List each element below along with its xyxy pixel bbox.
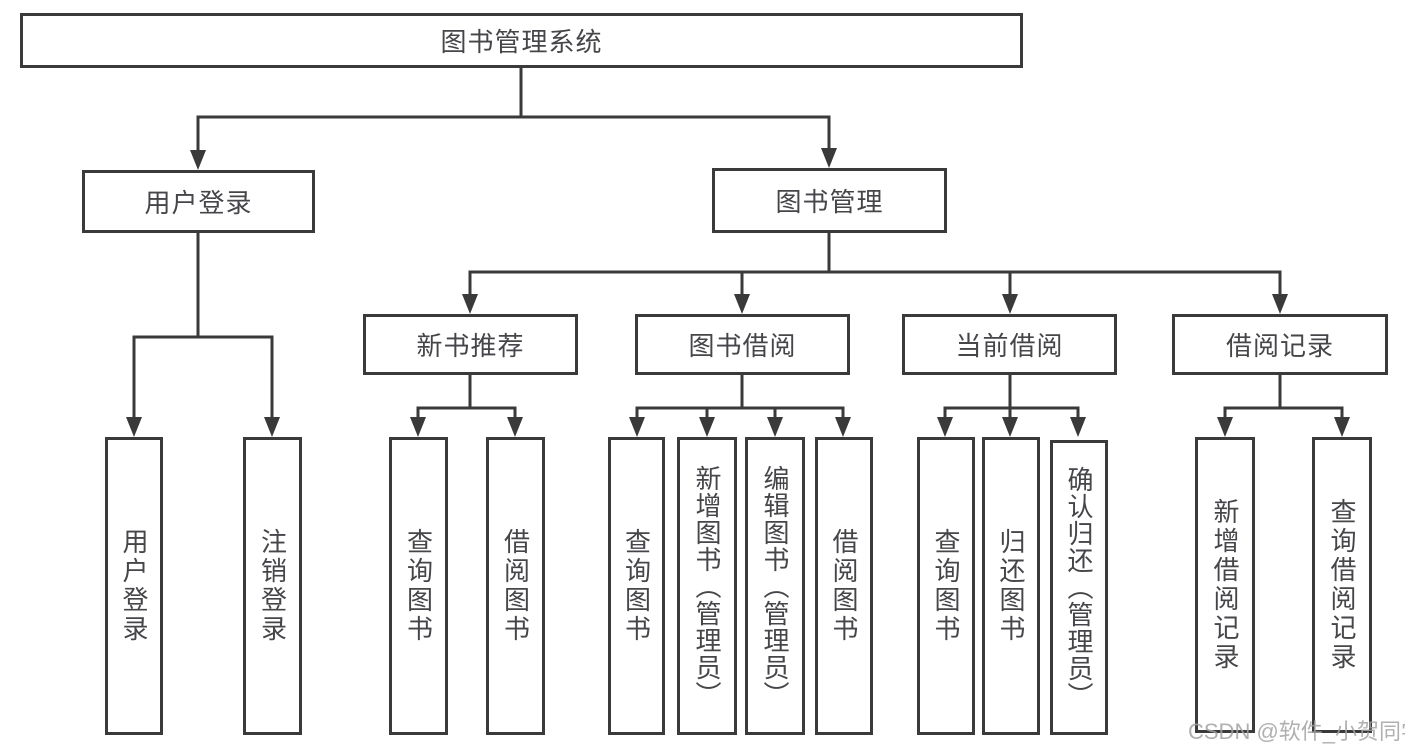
node-label: 用户登录: [144, 188, 253, 218]
node-label: 当前借阅: [955, 331, 1064, 361]
leaf-query-books-current: 查询图书: [917, 437, 975, 735]
leaf-borrow-books-recommend: 借阅图书: [486, 437, 545, 735]
leaf-label: 确认归还（管理员）: [1064, 466, 1094, 709]
leaf-return-book: 归还图书: [982, 437, 1040, 735]
leaf-add-borrow-record: 新增借阅记录: [1195, 437, 1255, 733]
csdn-watermark: CSDN @软件_小贺同学: [1188, 719, 1405, 744]
node-current-borrowing: 当前借阅: [902, 314, 1117, 375]
leaf-confirm-return-admin: 确认归还（管理员）: [1050, 440, 1108, 735]
leaf-label: 编辑图书（管理员）: [760, 464, 790, 708]
leaf-label: 查询图书: [931, 528, 961, 644]
node-label: 图书管理系统: [440, 27, 603, 57]
node-root-library-system: 图书管理系统: [20, 13, 1023, 68]
leaf-label: 查询图书: [621, 528, 652, 644]
arrowheads: [126, 148, 1350, 437]
leaf-label: 新增借阅记录: [1210, 498, 1240, 672]
node-book-borrowing: 图书借阅: [635, 314, 850, 375]
leaf-label: 借阅图书: [829, 528, 859, 644]
node-label: 新书推荐: [416, 331, 525, 361]
node-new-book-recommend: 新书推荐: [363, 314, 578, 375]
node-label: 图书借阅: [688, 331, 797, 361]
leaf-label: 借阅图书: [500, 528, 531, 644]
leaf-label: 查询图书: [403, 528, 434, 644]
node-borrowing-records: 借阅记录: [1172, 314, 1388, 375]
leaf-user-login: 用户登录: [105, 437, 163, 735]
leaf-label: 新增图书（管理员）: [692, 464, 722, 708]
node-label: 借阅记录: [1225, 331, 1334, 361]
leaf-label: 查询借阅记录: [1327, 498, 1357, 672]
leaf-query-books-recommend: 查询图书: [389, 437, 448, 735]
leaf-label: 用户登录: [119, 528, 149, 644]
leaf-label: 注销登录: [257, 528, 288, 644]
tree-edges: [132, 66, 1344, 422]
node-user-login-branch: 用户登录: [82, 170, 315, 233]
leaf-edit-book-admin: 编辑图书（管理员）: [745, 437, 805, 735]
leaf-logout-login: 注销登录: [243, 437, 302, 735]
leaf-query-borrow-record: 查询借阅记录: [1312, 437, 1372, 733]
node-label: 图书管理: [775, 187, 884, 217]
leaf-add-book-admin: 新增图书（管理员）: [677, 437, 737, 735]
leaf-borrow-books: 借阅图书: [815, 437, 873, 735]
node-book-management-branch: 图书管理: [712, 168, 947, 233]
leaf-query-books-borrow: 查询图书: [608, 437, 665, 735]
leaf-label: 归还图书: [996, 528, 1026, 644]
